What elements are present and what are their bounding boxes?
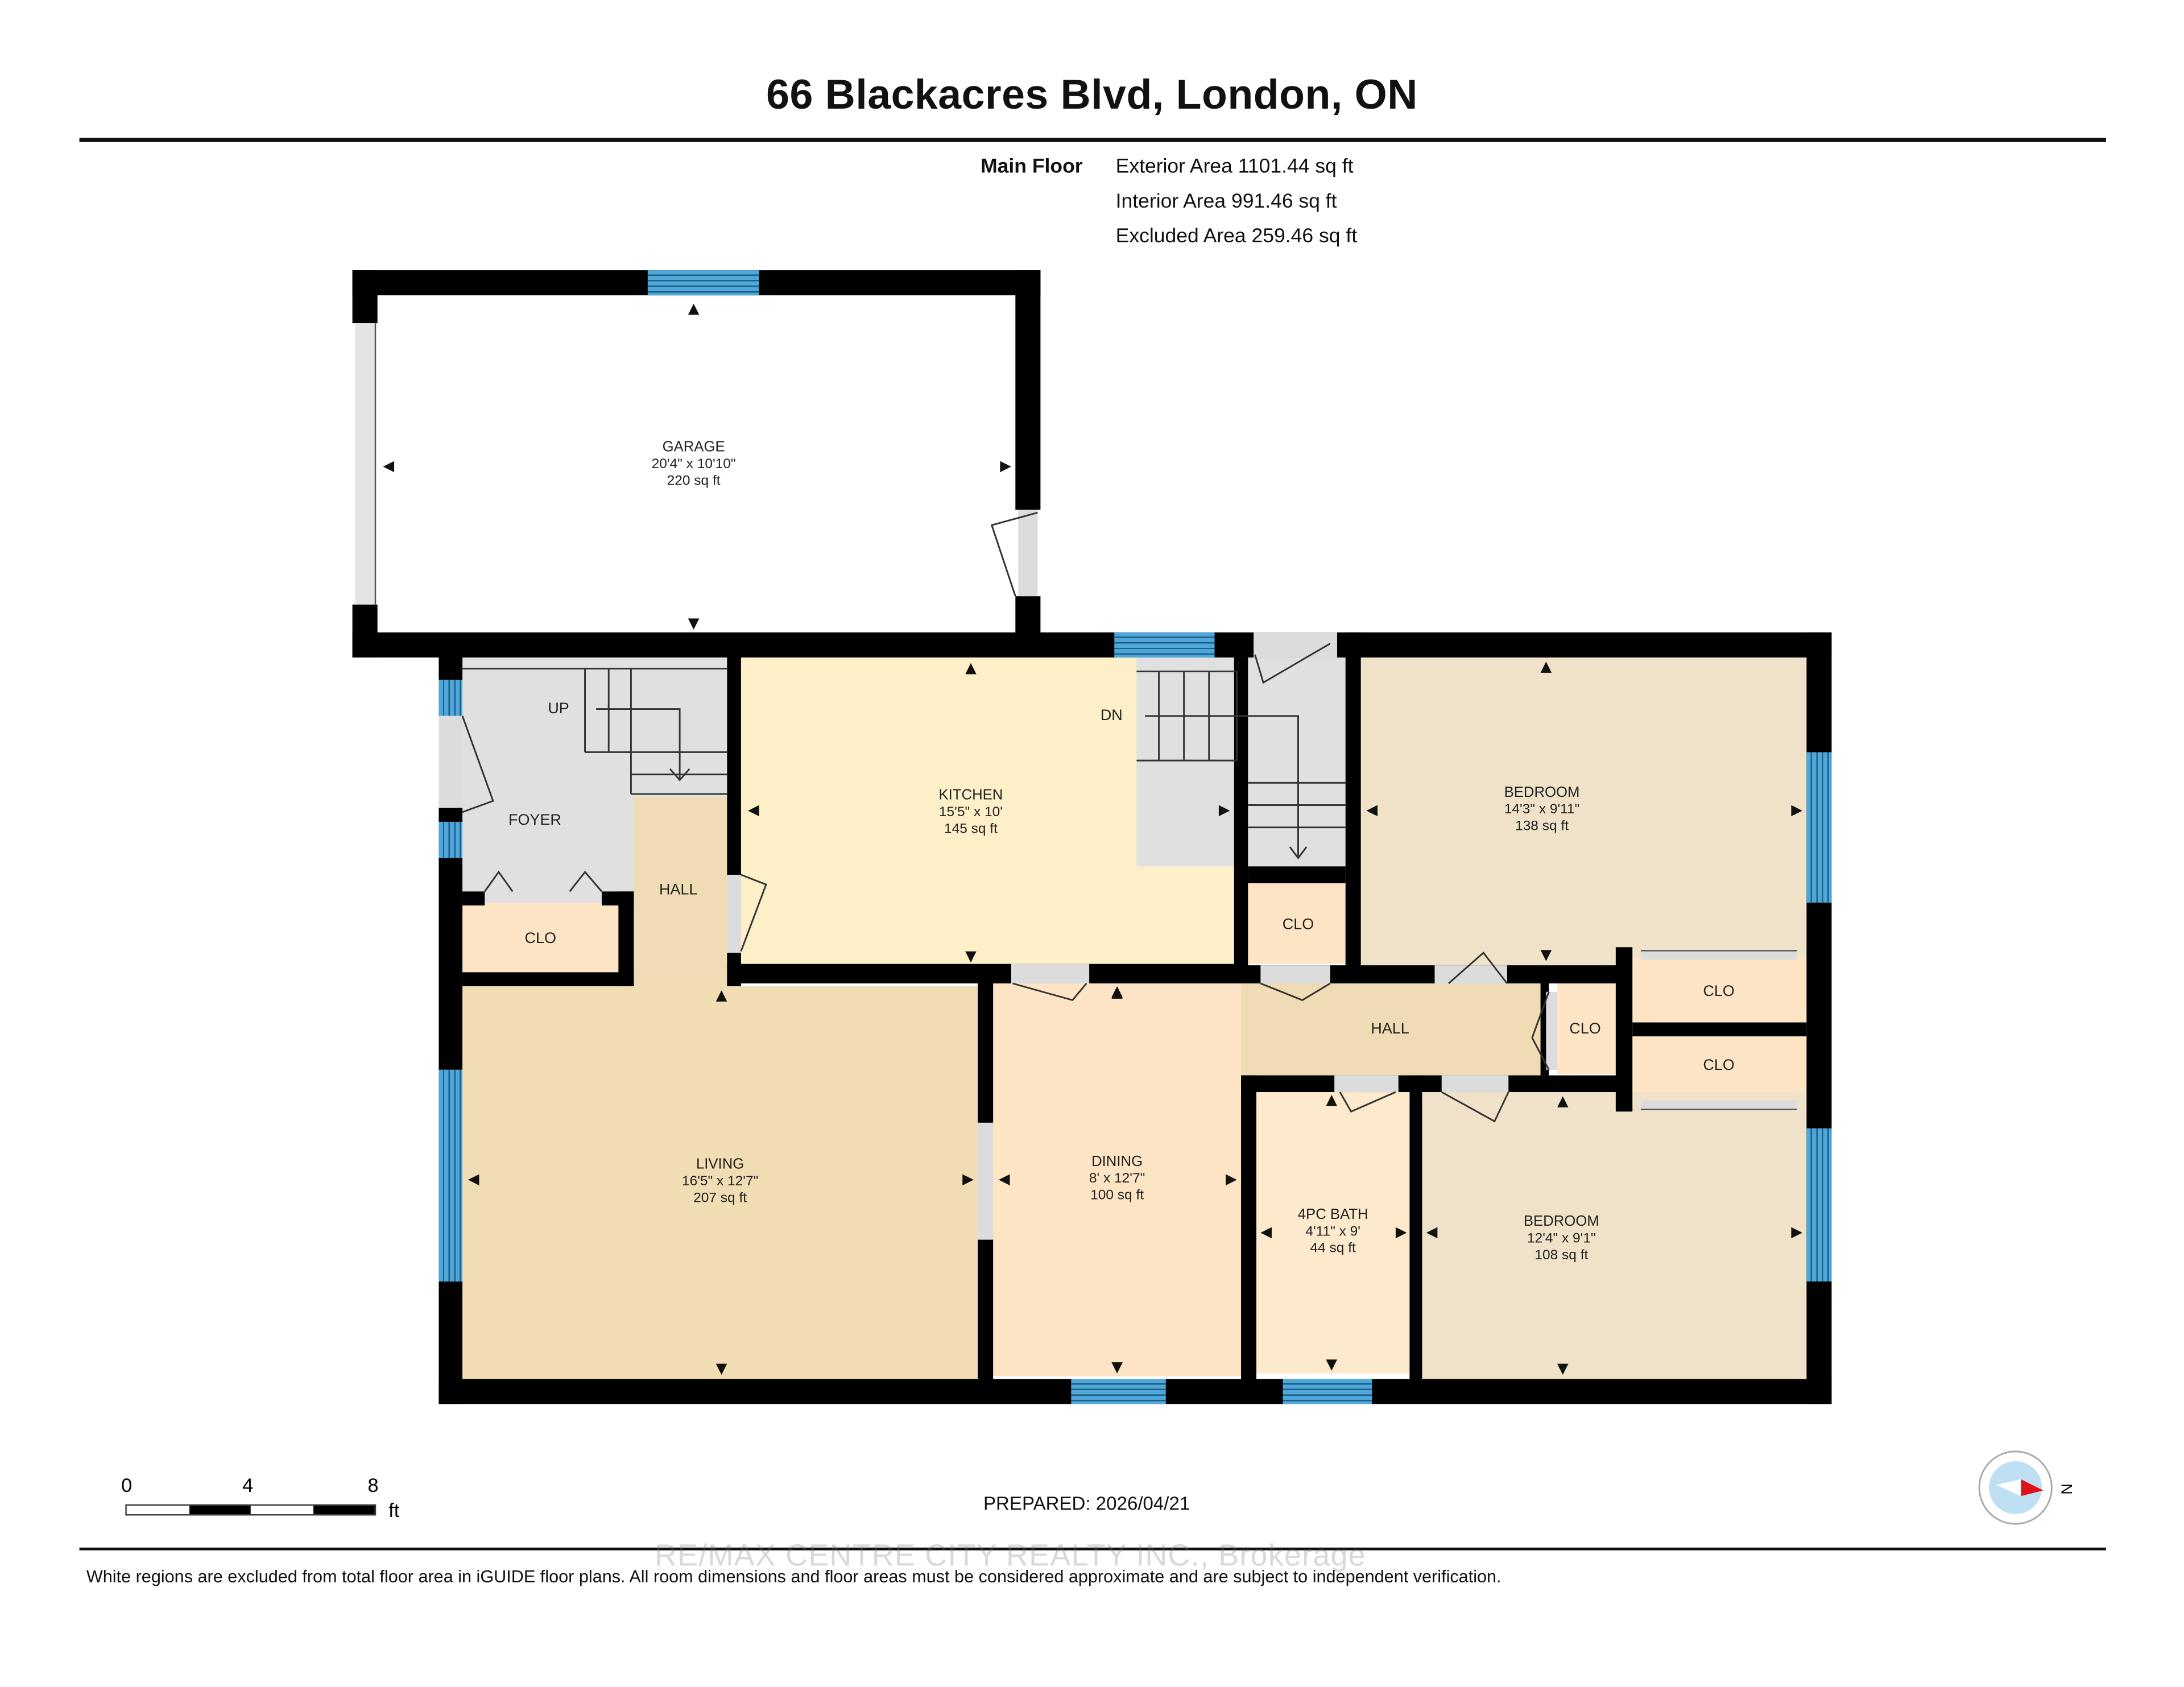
room-hall-right[interactable] [1241, 983, 1545, 1076]
room-hall-left[interactable] [634, 796, 727, 986]
watermark: RE/MAX CENTRE CITY REALTY INC., Brokerag… [655, 1537, 1366, 1573]
wall [1015, 596, 1041, 638]
garage-door-opening[interactable] [355, 323, 377, 605]
scale-tick-4: 4 [242, 1474, 254, 1496]
wall [727, 964, 1248, 983]
closet-slider [1640, 1100, 1797, 1110]
wall [1615, 947, 1633, 1112]
page-title: 66 Blackacres Blvd, London, ON [766, 72, 1418, 119]
room-closet-hall[interactable] [1557, 982, 1616, 1074]
prepared-date: PREPARED: 2026/04/21 [983, 1493, 1190, 1515]
wall [439, 858, 463, 1070]
door-opening [1018, 510, 1038, 597]
wall [1632, 1022, 1807, 1037]
wall [1345, 632, 1361, 981]
disclaimer-footnote: White regions are excluded from total fl… [86, 1567, 1502, 1587]
compass-north-label: N [2057, 1483, 2074, 1495]
scale-tick-8: 8 [367, 1474, 379, 1496]
front-door-opening[interactable] [439, 716, 463, 808]
wall [1409, 1075, 1422, 1379]
room-closet-bed1[interactable] [1632, 957, 1807, 1024]
room-closet-foyer[interactable] [462, 902, 619, 973]
label-closet-bed1: CLO [1703, 983, 1735, 1000]
label-stairs-down: DN [1100, 708, 1123, 725]
window [439, 1069, 463, 1282]
exterior-area: Exterior Area 1101.44 sq ft [1115, 156, 1354, 179]
excluded-area: Excluded Area 259.46 sq ft [1115, 225, 1358, 248]
wall [978, 1239, 994, 1379]
wall [462, 891, 485, 905]
window [439, 680, 463, 716]
wall [978, 983, 994, 1123]
compass-icon: N [1976, 1449, 2074, 1527]
door-opening [1260, 965, 1330, 983]
wall [352, 270, 378, 324]
wall [352, 632, 1832, 658]
window [1806, 752, 1832, 903]
floor-label: Main Floor [981, 156, 1083, 179]
footer-divider [79, 1547, 2106, 1550]
closet-slider [1640, 950, 1797, 960]
wall [727, 655, 741, 875]
scale-bar-graphic [125, 1504, 377, 1516]
window [1806, 1128, 1832, 1282]
wall [618, 891, 634, 986]
door-opening [1254, 632, 1338, 658]
room-living[interactable] [462, 986, 978, 1379]
wall [1241, 1075, 1256, 1379]
room-closet-bed2[interactable] [1632, 1035, 1807, 1099]
label-closet-stair: CLO [1282, 916, 1314, 933]
label-stairs-up: UP [548, 700, 569, 718]
door-opening [1546, 991, 1557, 1070]
header-divider [79, 138, 2106, 142]
room-bedroom-1[interactable] [1360, 656, 1807, 966]
window [1283, 1379, 1372, 1404]
label-hall-right: HALL [1371, 1021, 1409, 1038]
door-opening [1334, 1075, 1399, 1093]
door-opening [1011, 964, 1090, 983]
window [439, 821, 463, 858]
label-closet-hall: CLO [1569, 1021, 1601, 1038]
room-dining[interactable] [993, 983, 1242, 1376]
window [1114, 632, 1215, 658]
label-closet-foyer: CLO [524, 930, 556, 948]
door-opening [1441, 1075, 1509, 1093]
label-hall-left: HALL [659, 882, 698, 899]
wall [601, 891, 634, 905]
interior-area: Interior Area 991.46 sq ft [1115, 191, 1337, 213]
wall [1015, 270, 1041, 510]
label-foyer: FOYER [508, 812, 561, 829]
window [647, 270, 759, 296]
door-opening [978, 1122, 994, 1240]
room-bath[interactable] [1256, 1089, 1410, 1374]
wall [439, 655, 463, 680]
scale-unit: ft [388, 1499, 400, 1521]
door-opening [727, 874, 741, 953]
scale-tick-0: 0 [121, 1474, 133, 1496]
window [1071, 1379, 1166, 1404]
scale-bar: 0 4 8 ft [117, 1474, 424, 1529]
room-closet-stair[interactable] [1248, 883, 1346, 964]
room-garage[interactable] [377, 295, 1016, 637]
label-closet-bed2: CLO [1703, 1057, 1735, 1074]
wall [1241, 1075, 1631, 1093]
wall [1248, 866, 1346, 883]
room-bedroom-2[interactable] [1422, 1092, 1807, 1379]
wall [439, 808, 463, 822]
wall [462, 972, 634, 986]
